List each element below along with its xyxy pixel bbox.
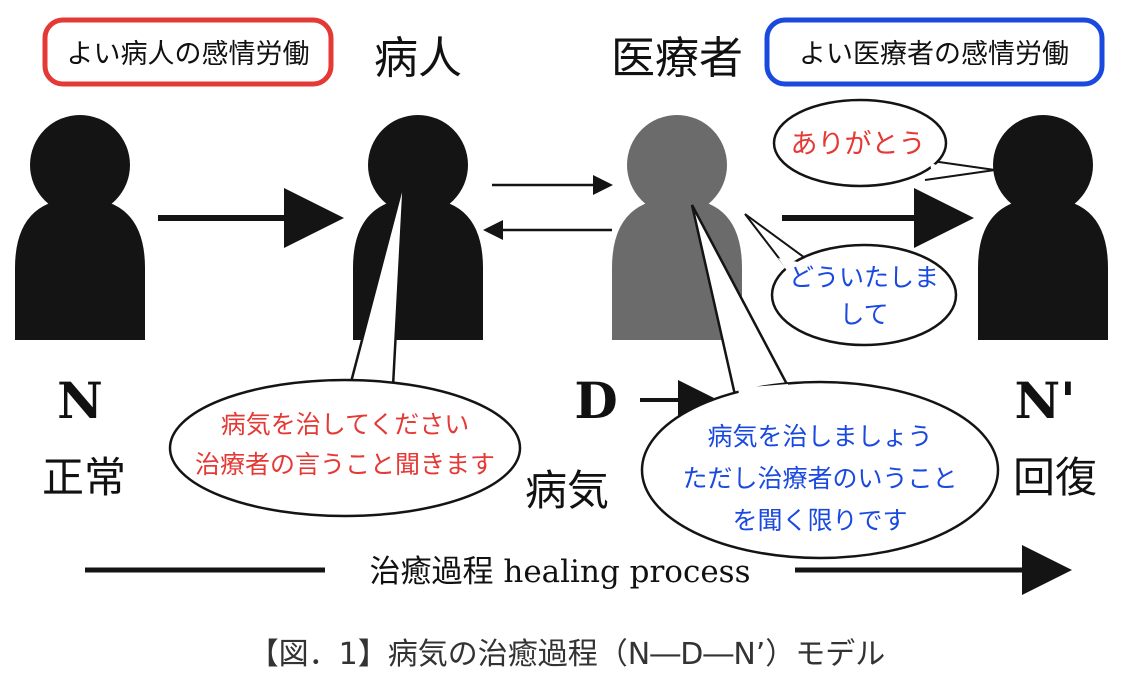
provider-speech-line1: 病気を治しましょう — [707, 422, 932, 451]
figure-caption: 【図．1】病気の治癒過程（N―D―N’）モデル — [249, 637, 886, 672]
good-patient-emotional-labor-label: よい病人の感情労働 — [67, 39, 310, 70]
provider-heading: 医療者 — [611, 33, 743, 84]
stage-d-letter: D — [574, 371, 617, 430]
patient-heading: 病人 — [374, 33, 462, 84]
welcome-text-line2: して — [839, 300, 888, 329]
thanks-speech-bubble: ありがとう — [772, 98, 996, 188]
provider-speech-bubble: 病気を治しましょう ただし治療者のいうこと を聞く限りです — [640, 204, 1000, 560]
welcome-text-line1: どういたしま — [789, 263, 939, 292]
provider-speech-line2: ただし治療者のいうこと — [682, 464, 957, 493]
stage-normal-label: 正常 — [42, 453, 126, 502]
stage-recovery-label: 回復 — [1013, 453, 1097, 502]
good-patient-emotional-labor-box: よい病人の感情労働 — [42, 17, 334, 87]
thanks-text: ありがとう — [791, 129, 926, 160]
patient-speech-line1: 病気を治してください — [221, 410, 470, 439]
stage-n-letter: N — [57, 371, 103, 430]
provider-speech-line3: を聞く限りです — [732, 506, 907, 535]
patient-speech-bubble: 病気を治してください 治療者の言うこと聞きます — [168, 179, 522, 518]
person-normal-icon — [15, 115, 145, 340]
stage-illness-label: 病気 — [525, 466, 609, 515]
stage-n-prime-letter: N' — [1014, 371, 1075, 430]
good-provider-emotional-labor-box: よい医療者の感情労働 — [764, 17, 1105, 87]
welcome-speech-bubble: どういたしま して — [744, 213, 958, 347]
patient-speech-line2: 治療者の言うこと聞きます — [195, 450, 495, 479]
person-provider-icon — [612, 115, 742, 340]
person-recovered-icon — [978, 115, 1108, 340]
good-provider-emotional-labor-label: よい医療者の感情労働 — [799, 39, 1069, 70]
healing-process-label: 治癒過程 healing process — [370, 554, 751, 590]
